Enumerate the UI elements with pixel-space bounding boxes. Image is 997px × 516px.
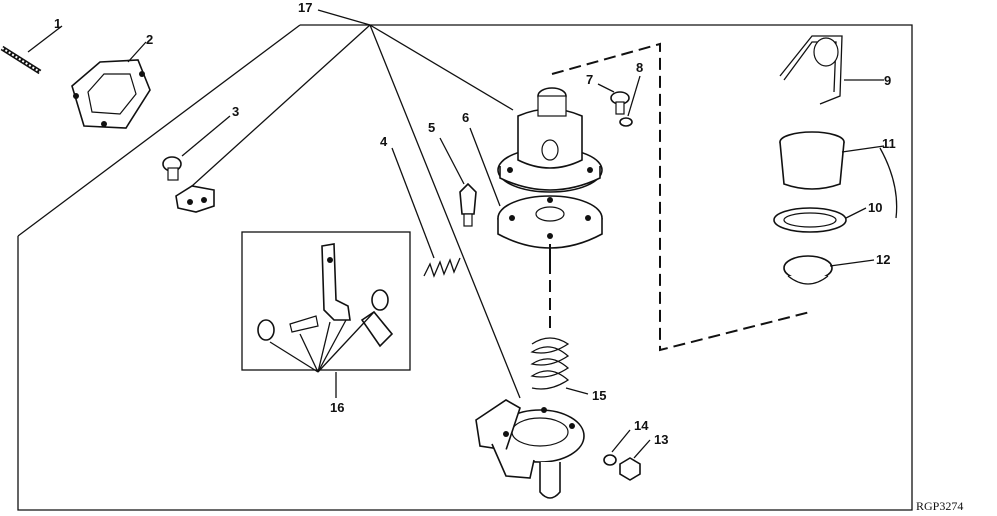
callout-14: 14 [634,418,649,433]
callout-17: 17 [298,0,312,15]
pump-top-cover [497,87,603,193]
part-15-spring [530,337,589,395]
part-10-gasket [773,207,867,233]
part-5-valve [439,137,477,227]
part-14-washer [603,429,631,466]
part-12-screen [783,255,875,285]
part-13-nut [619,439,651,481]
frame-outline [17,24,913,511]
callout-10: 10 [868,200,882,215]
callout-16: 16 [330,400,344,415]
part-11-bowl [779,131,898,219]
part-1-screw [0,25,63,75]
callout-2: 2 [146,32,153,47]
pump-lower-body [475,399,585,499]
callout-11: 11 [882,136,896,151]
callout-15: 15 [592,388,606,403]
callout-12: 12 [876,252,890,267]
callout-13: 13 [654,432,668,447]
part-3-plug [162,115,231,213]
part-7-screw [597,83,630,115]
part-16-inset [241,231,411,398]
part-9-bail [779,35,884,105]
callout-8: 8 [636,60,643,75]
callout-1: 1 [54,16,61,31]
assembly-dashed-lines [549,42,811,352]
figure-code: RGP3274 [916,499,963,513]
part-2-gasket [71,41,151,129]
callout-labels: 1 2 3 4 5 6 7 8 9 10 11 12 13 14 15 16 1… [54,0,963,513]
part-8-washer [619,75,641,127]
callout-7: 7 [586,72,593,87]
part-6-diaphragm [469,127,603,262]
callout-6: 6 [462,110,469,125]
callout-5: 5 [428,120,435,135]
callout-3: 3 [232,104,239,119]
callout-9: 9 [884,73,891,88]
callout-4: 4 [380,134,388,149]
part-4-spring [391,147,461,278]
callout-17-leaders [191,9,521,399]
